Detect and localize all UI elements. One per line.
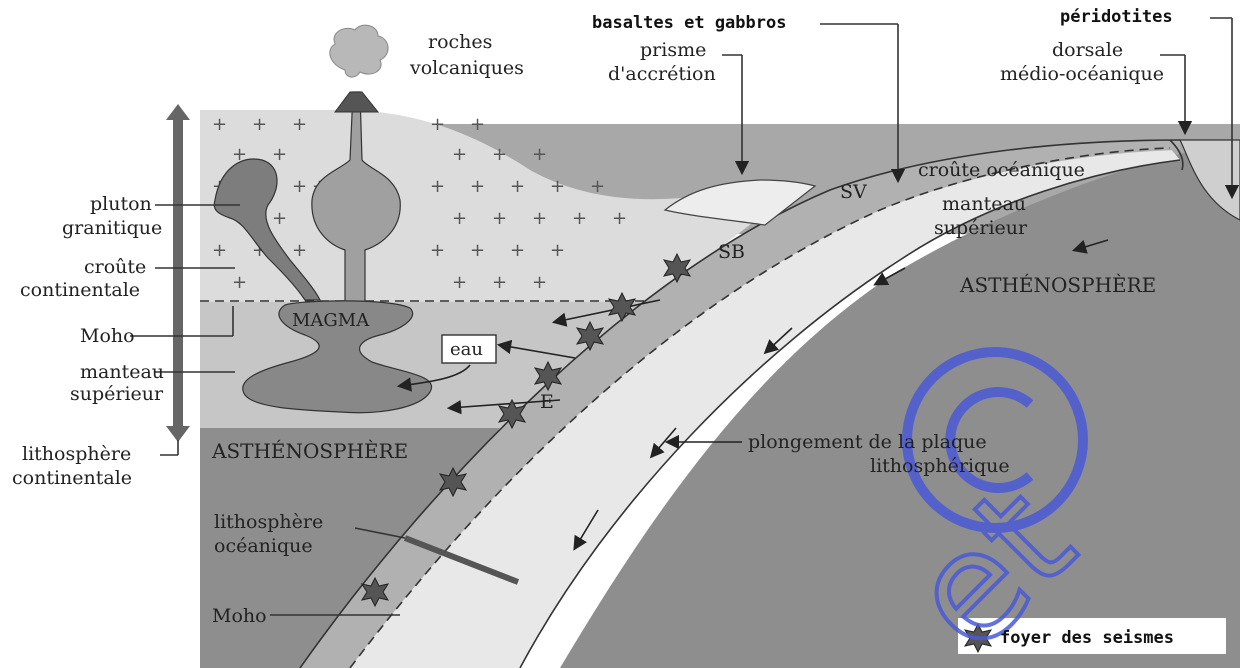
svg-text:+: + — [272, 208, 287, 229]
label-prisme-1: prisme — [640, 39, 706, 61]
label-pluton-2: granitique — [62, 217, 162, 239]
svg-text:+: + — [532, 208, 547, 229]
svg-text:+: + — [532, 144, 547, 165]
svg-text:+: + — [212, 240, 227, 261]
svg-text:+: + — [272, 144, 287, 165]
label-pluton-1: pluton — [90, 193, 152, 215]
label-e: E — [540, 391, 554, 413]
svg-text:+: + — [492, 144, 507, 165]
svg-text:+: + — [252, 114, 267, 135]
label-peridotites: péridotites — [1060, 7, 1173, 27]
label-sb: SB — [718, 241, 745, 263]
svg-text:+: + — [470, 240, 485, 261]
svg-text:+: + — [532, 272, 547, 293]
label-prisme-2: d'accrétion — [608, 63, 716, 85]
label-eau: eau — [450, 339, 483, 360]
label-litho-oce-1: lithosphère — [214, 511, 323, 533]
svg-text:+: + — [292, 114, 307, 135]
svg-text:+: + — [492, 272, 507, 293]
label-litho-oce-2: océanique — [214, 535, 313, 557]
label-manteau-right-1: manteau — [942, 193, 1026, 215]
legend-text: foyer des seismes — [1000, 628, 1174, 648]
svg-text:+: + — [550, 176, 565, 197]
svg-text:+: + — [590, 176, 605, 197]
svg-text:+: + — [292, 176, 307, 197]
svg-text:+: + — [510, 176, 525, 197]
label-astheno-right: ASTHÉNOSPHÈRE — [959, 273, 1156, 297]
svg-text:+: + — [510, 240, 525, 261]
svg-text:+: + — [452, 144, 467, 165]
label-dorsale-1: dorsale — [1052, 39, 1123, 61]
label-manteau-left-1: manteau — [80, 361, 164, 383]
svg-text:+: + — [212, 114, 227, 135]
label-croute-cont-1: croûte — [84, 256, 146, 278]
label-croute-oce: croûte océanique — [918, 159, 1085, 181]
label-manteau-left-2: supérieur — [70, 383, 164, 405]
svg-text:+: + — [430, 240, 445, 261]
svg-text:+: + — [292, 240, 307, 261]
svg-text:+: + — [470, 114, 485, 135]
svg-text:+: + — [492, 208, 507, 229]
label-manteau-right-2: supérieur — [934, 217, 1028, 239]
label-dorsale-2: médio-océanique — [1000, 63, 1164, 85]
svg-text:+: + — [550, 240, 565, 261]
svg-text:+: + — [612, 208, 627, 229]
label-plongement-2: lithosphérique — [870, 455, 1010, 477]
svg-text:+: + — [452, 208, 467, 229]
label-moho-left: Moho — [80, 325, 135, 347]
label-plongement-1: plongement de la plaque — [748, 431, 987, 453]
svg-text:+: + — [572, 208, 587, 229]
label-litho-cont-1: lithosphère — [22, 443, 131, 465]
svg-text:+: + — [430, 176, 445, 197]
svg-text:+: + — [430, 114, 445, 135]
label-basaltes: basaltes et gabbros — [592, 13, 786, 33]
label-moho-bottom: Moho — [212, 605, 267, 627]
label-croute-cont-2: continentale — [20, 279, 140, 301]
label-sv: SV — [840, 181, 867, 203]
label-roches-1: roches — [428, 31, 492, 53]
label-magma: MAGMA — [292, 310, 370, 331]
volcano-icon — [335, 92, 378, 112]
svg-text:+: + — [452, 272, 467, 293]
label-astheno-left: ASTHÉNOSPHÈRE — [211, 439, 408, 463]
svg-text:+: + — [232, 272, 247, 293]
label-litho-cont-2: continentale — [12, 467, 132, 489]
svg-text:+: + — [470, 176, 485, 197]
label-roches-2: volcaniques — [409, 57, 524, 79]
volcanic-plume — [330, 25, 388, 77]
